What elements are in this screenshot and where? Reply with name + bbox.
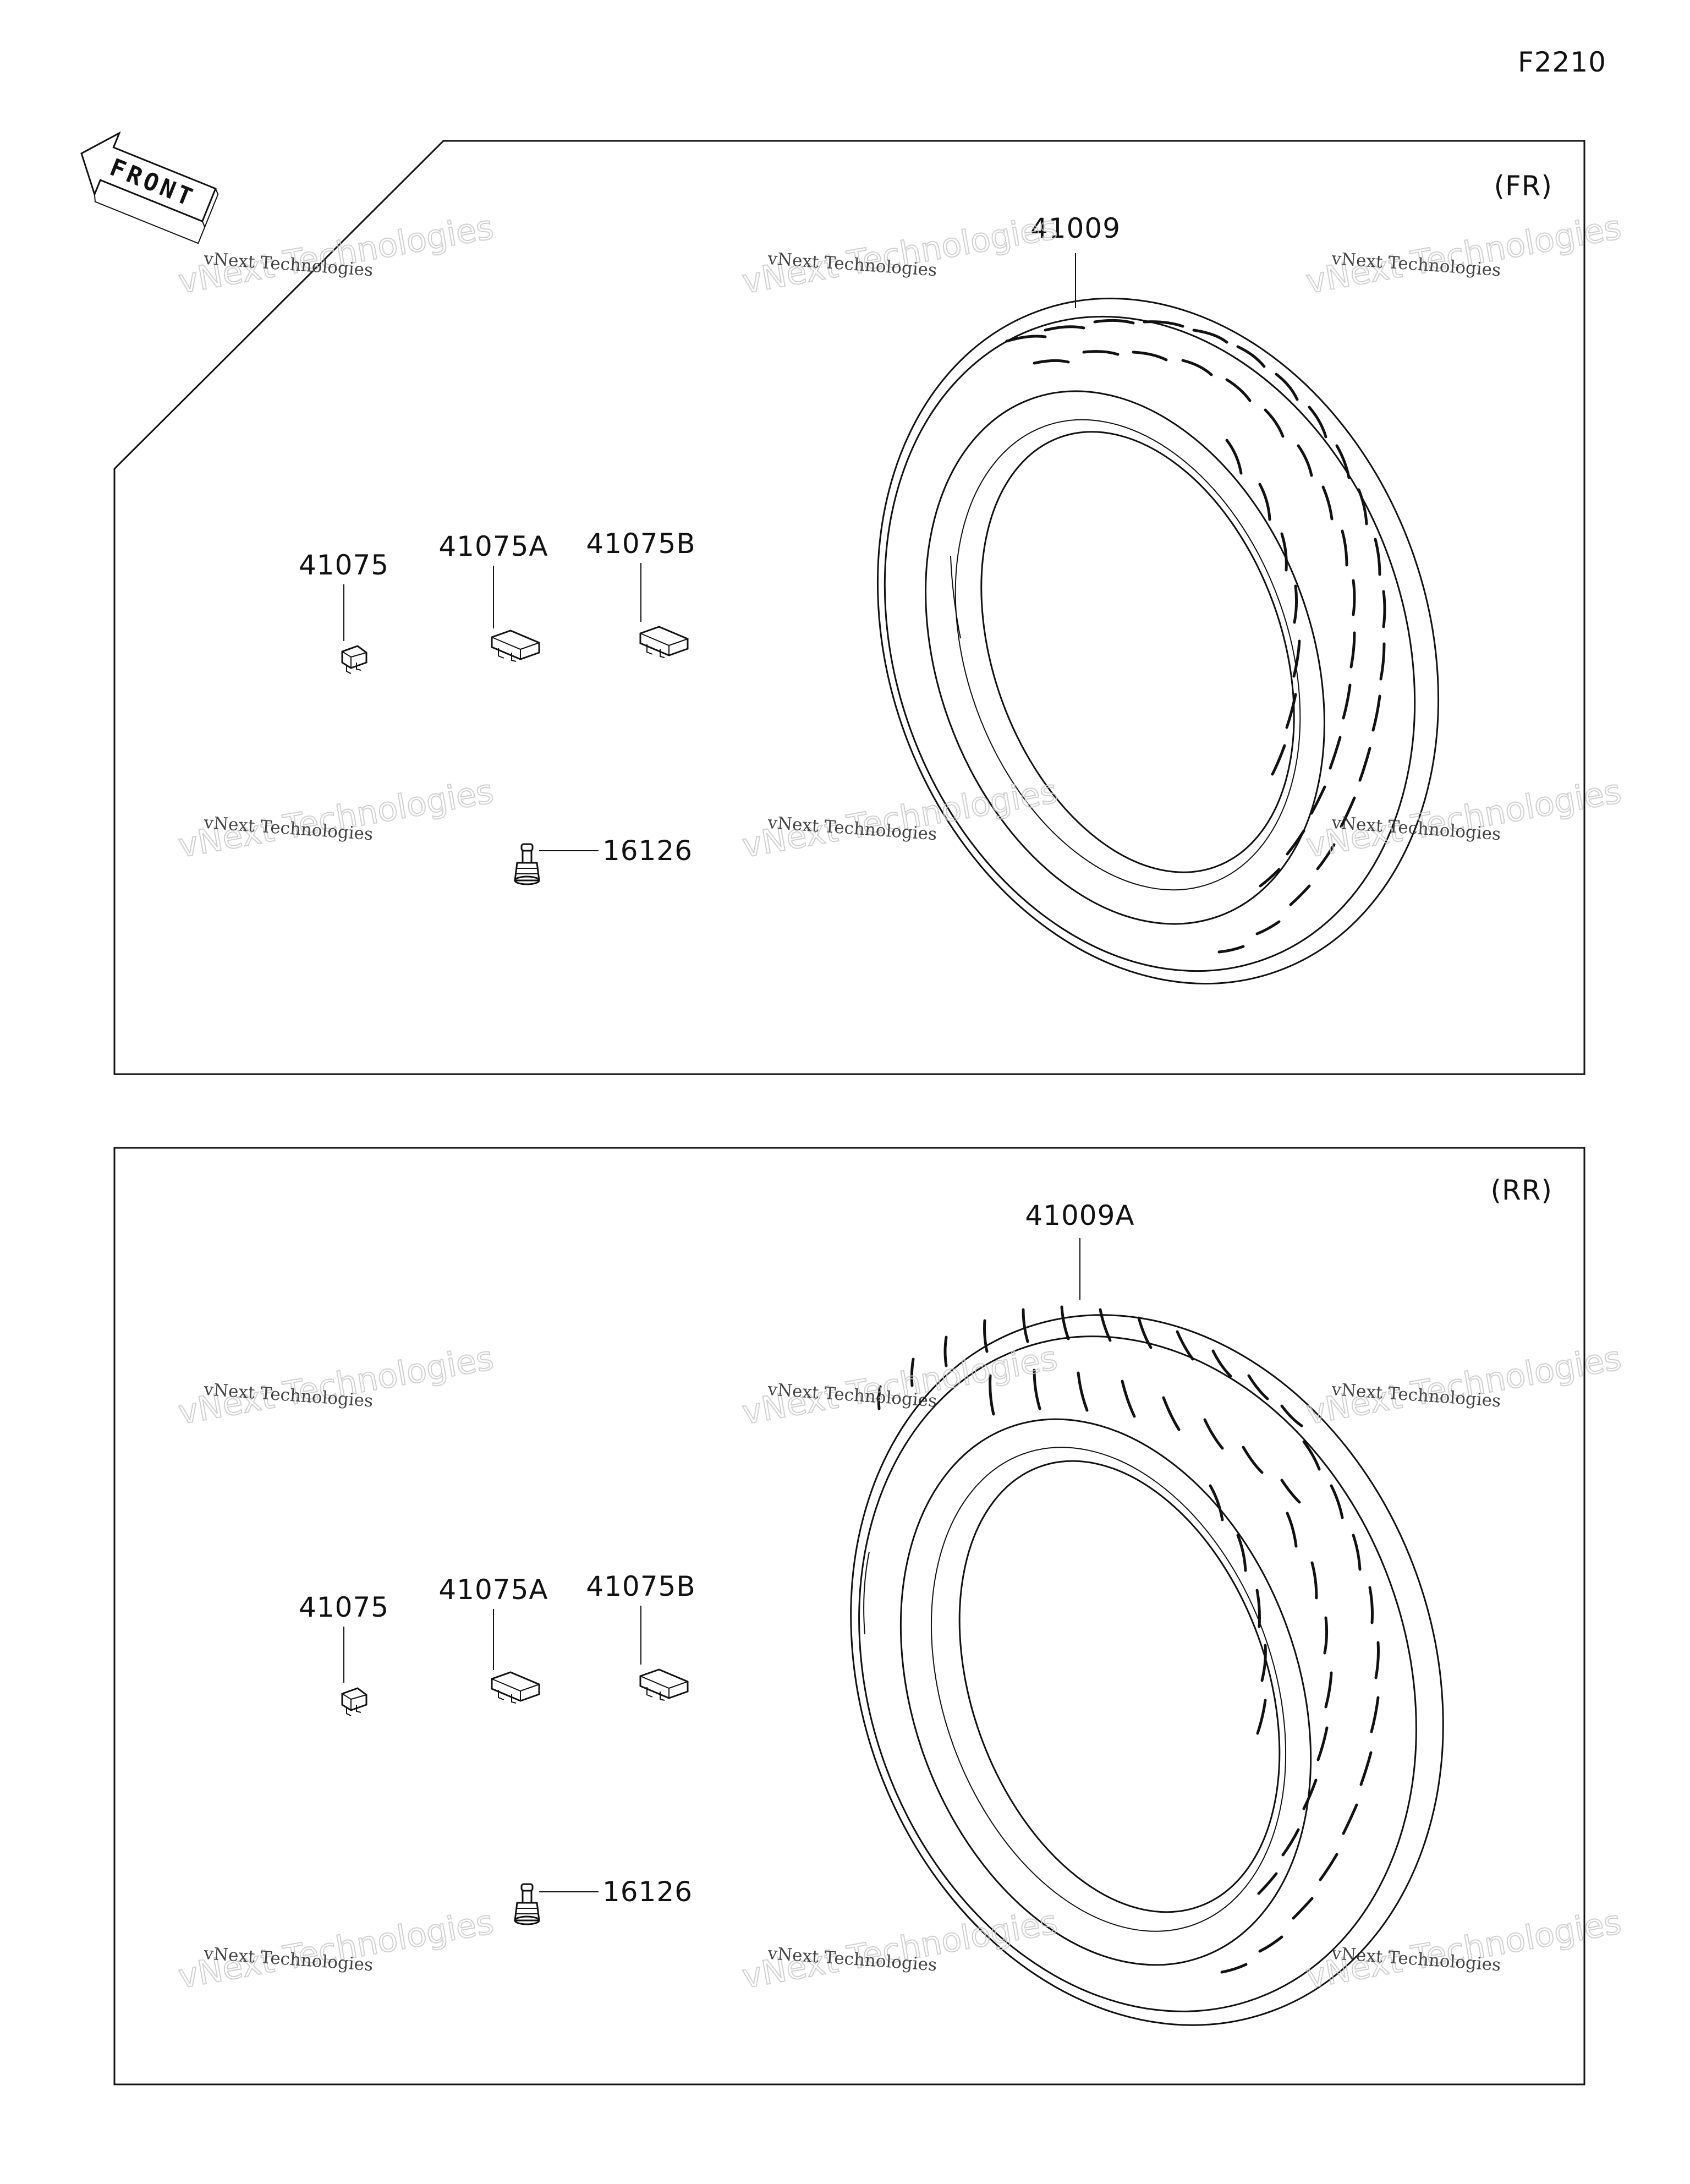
valve-part-number: 16126 xyxy=(602,835,693,867)
tire-part-number: 41009 xyxy=(1030,212,1121,244)
wheel-weight-icon xyxy=(341,645,367,675)
wheel-weight-icon xyxy=(639,1668,689,1701)
weight-part-number: 41075A xyxy=(438,1574,548,1606)
front-arrow-icon: FRONT xyxy=(80,131,219,244)
weight-part-number: 41075B xyxy=(586,528,695,560)
weight-part-number: 41075A xyxy=(438,530,548,562)
weight-part-number: 41075 xyxy=(299,549,389,581)
front-tire-drawing xyxy=(876,297,1440,985)
valve-stem-icon xyxy=(514,1883,540,1925)
rear-tire-drawing xyxy=(850,1305,1444,2026)
panel-rear-tire: (RR) 41009A 41075 41075A 41075B xyxy=(113,1147,1585,2086)
front-badge-text: FRONT xyxy=(106,154,199,213)
wheel-weight-icon xyxy=(491,1671,540,1704)
weight-part-number: 41075B xyxy=(586,1570,695,1602)
page-code: F2210 xyxy=(1518,46,1606,78)
valve-stem-icon xyxy=(514,843,540,885)
rear-tread-pattern xyxy=(877,1305,1380,1974)
tire-part-number: 41009A xyxy=(1025,1200,1134,1231)
wheel-weight-icon xyxy=(491,630,540,663)
front-tread-pattern xyxy=(1005,319,1386,954)
panel-front-tire: (FR) 41009 41075 41075A 41075B xyxy=(113,140,1585,1075)
panel-tag: (RR) xyxy=(1491,1174,1553,1206)
valve-part-number: 16126 xyxy=(602,1876,693,1908)
wheel-weight-icon xyxy=(639,626,689,659)
wheel-weight-icon xyxy=(341,1687,367,1717)
panel-tag: (FR) xyxy=(1494,170,1552,202)
weight-part-number: 41075 xyxy=(299,1591,389,1623)
